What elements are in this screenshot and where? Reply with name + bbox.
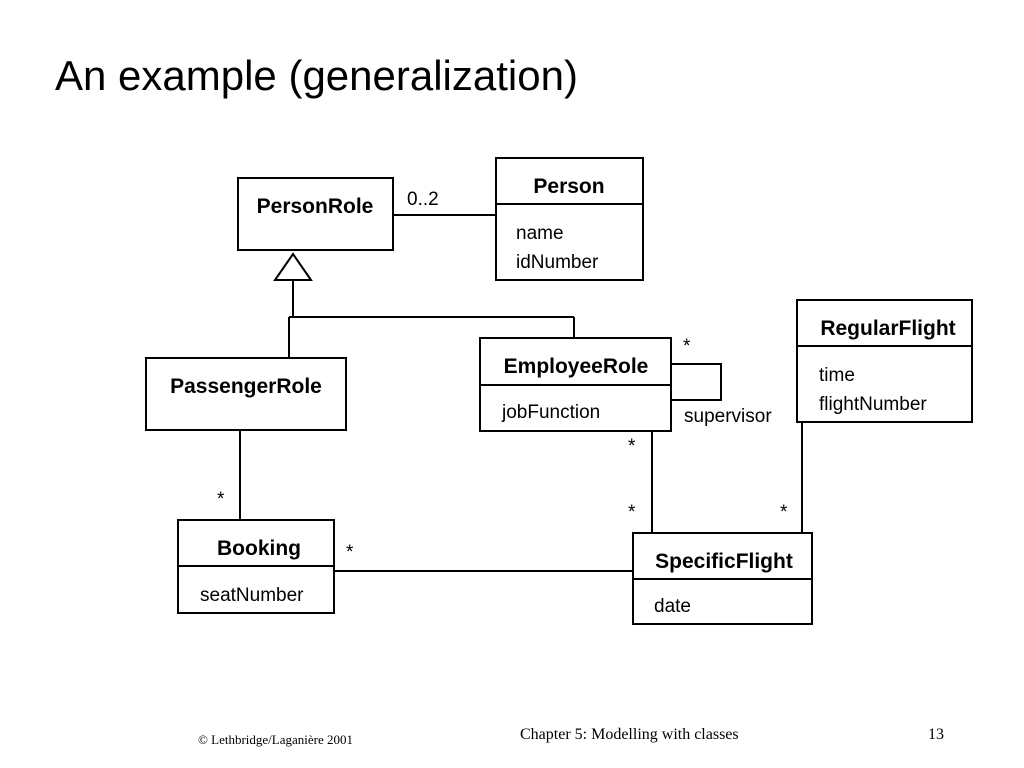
person-attribute-idnumber: idNumber — [516, 252, 599, 273]
person-box — [495, 157, 644, 281]
regular-flight-attribute-flightnumber: flightNumber — [819, 394, 927, 415]
employee-role-class-name: EmployeeRole — [504, 355, 649, 378]
booking-attribute-seatnumber: seatNumber — [200, 585, 304, 606]
footer-copyright: © Lethbridge/Laganière 2001 — [198, 732, 353, 747]
passenger-role-box — [145, 357, 347, 431]
generalization-triangle — [273, 252, 313, 281]
role-supervisor: supervisor — [684, 406, 772, 427]
multiplicity-booking-flight-end: * — [346, 542, 354, 563]
person-class-name: Person — [533, 175, 604, 198]
multiplicity-employee-end: * — [628, 436, 636, 457]
supervisor-self-association — [671, 363, 722, 401]
multiplicity-specific-flight-employee-end: * — [628, 502, 636, 523]
multiplicity-supervisor: * — [683, 336, 691, 357]
regular-flight-attribute-time: time — [819, 365, 855, 386]
person-role-class-name: PersonRole — [257, 195, 374, 218]
multiplicity-specific-flight-regular-end: * — [780, 502, 788, 523]
employee-role-attribute-jobfunction: jobFunction — [501, 402, 600, 423]
passenger-role-class-name: PassengerRole — [170, 375, 322, 398]
multiplicity-booking-passenger-end: * — [217, 489, 225, 510]
multiplicity-person-role-person: 0..2 — [407, 189, 439, 210]
footer-chapter: Chapter 5: Modelling with classes — [520, 726, 739, 743]
regular-flight-box — [796, 299, 973, 423]
person-role-box — [237, 177, 394, 251]
specific-flight-attribute-date: date — [654, 596, 691, 617]
footer-page-number: 13 — [928, 726, 944, 743]
specific-flight-class-name: SpecificFlight — [655, 550, 793, 573]
slide-title: An example (generalization) — [55, 52, 578, 99]
regular-flight-class-name: RegularFlight — [820, 317, 955, 340]
booking-class-name: Booking — [217, 537, 301, 560]
person-attribute-name: name — [516, 223, 564, 244]
